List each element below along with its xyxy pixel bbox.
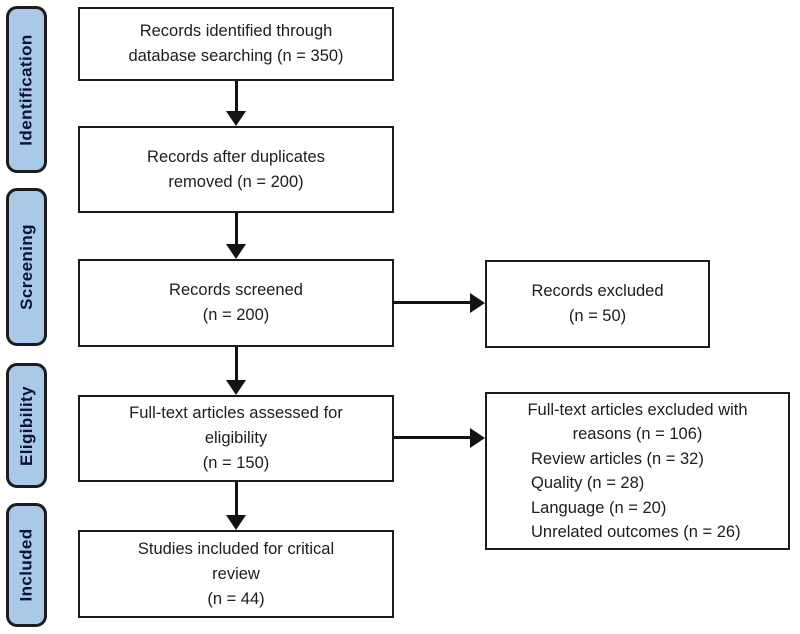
stage-label-identification-text: Identification xyxy=(16,33,36,146)
box-fulltext-assessed: Full-text articles assessed for eligibil… xyxy=(78,395,394,482)
box-text-line: database searching (n = 350) xyxy=(128,47,344,65)
box-text-line: review xyxy=(212,564,260,583)
box-text-line: Language (n = 20) xyxy=(531,498,667,517)
box-text-line: (n = 44) xyxy=(207,589,265,608)
arrow-screened-to-excluded-shaft xyxy=(394,301,471,304)
box-text-line: Records after duplicates xyxy=(147,147,325,166)
box-text-line: Full-text articles excluded with xyxy=(527,400,748,419)
box-text-line: (n = 200) xyxy=(202,306,270,324)
arrow-screened-to-fulltext-shaft xyxy=(235,347,238,381)
arrow-identified-to-duplicates-shaft xyxy=(235,81,238,112)
box-studies-included: Studies included for critical review (n … xyxy=(78,530,394,618)
box-text-line: Full-text articles assessed for xyxy=(129,404,343,422)
box-text-line: Studies included for critical xyxy=(137,539,335,558)
stage-label-included-text: Included xyxy=(16,528,36,602)
box-text-line: Records screened xyxy=(169,281,303,299)
stage-label-identification: Identification xyxy=(6,6,47,173)
box-text-line: Quality (n = 28) xyxy=(531,474,645,492)
stage-label-screening-text: Screening xyxy=(16,224,36,310)
arrow-screened-to-fulltext-head-icon xyxy=(226,380,246,395)
arrow-identified-to-duplicates-head-icon xyxy=(226,111,246,126)
box-text-line: (n = 150) xyxy=(202,454,270,472)
arrow-screened-to-excluded-head-icon xyxy=(470,293,485,313)
arrow-fulltext-to-excluded-head-icon xyxy=(470,428,485,448)
box-text-line: Records excluded xyxy=(531,282,664,300)
box-text-line: Review articles (n = 32) xyxy=(531,449,704,468)
box-duplicates-removed: Records after duplicates removed (n = 20… xyxy=(78,126,394,213)
stage-label-eligibility-text: Eligibility xyxy=(16,385,36,466)
arrow-fulltext-to-included-head-icon xyxy=(226,515,246,530)
arrow-duplicates-to-screened-shaft xyxy=(235,213,238,245)
box-text-line: Unrelated outcomes (n = 26) xyxy=(531,523,741,541)
box-text-line: Records identified through xyxy=(139,22,333,40)
box-text-line: (n = 50) xyxy=(568,307,627,325)
box-text-line: removed (n = 200) xyxy=(168,172,304,191)
box-records-excluded: Records excluded (n = 50) xyxy=(485,260,710,348)
box-records-screened: Records screened (n = 200) xyxy=(78,259,394,347)
arrow-duplicates-to-screened-head-icon xyxy=(226,244,246,259)
stage-label-included: Included xyxy=(6,503,47,627)
box-records-identified: Records identified through database sear… xyxy=(78,7,394,81)
box-text-line: reasons (n = 106) xyxy=(572,425,703,443)
arrow-fulltext-to-excluded-shaft xyxy=(394,436,471,439)
stage-label-screening: Screening xyxy=(6,188,47,346)
box-text-line: eligibility xyxy=(204,429,268,447)
stage-label-eligibility: Eligibility xyxy=(6,363,47,488)
box-fulltext-excluded: Full-text articles excluded with reasons… xyxy=(485,392,790,550)
arrow-fulltext-to-included-shaft xyxy=(235,482,238,516)
